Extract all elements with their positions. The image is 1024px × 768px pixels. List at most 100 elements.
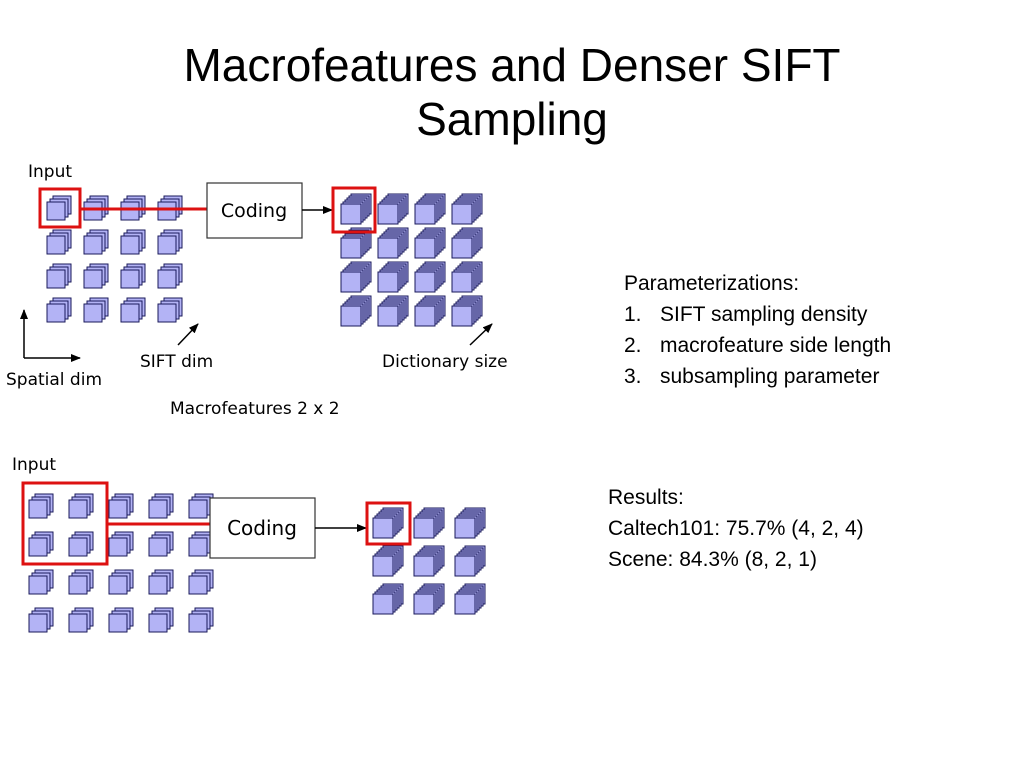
feature-stack xyxy=(454,507,486,539)
sift-dim-label: SIFT dim xyxy=(140,352,213,372)
dictionary-size-arrow xyxy=(469,323,493,346)
bottom-output-highlight xyxy=(365,501,412,546)
feature-stack xyxy=(157,297,183,323)
feature-stack xyxy=(68,607,94,633)
feature-stack xyxy=(451,227,483,259)
list-item-number: 3. xyxy=(624,365,642,388)
feature-cube xyxy=(372,593,394,615)
feature-stack xyxy=(377,295,409,327)
feature-stack xyxy=(120,297,146,323)
feature-stack xyxy=(157,229,183,255)
feature-cube xyxy=(83,269,103,289)
feature-stack xyxy=(372,507,404,539)
feature-stack xyxy=(157,263,183,289)
feature-cube xyxy=(108,575,128,595)
feature-stack xyxy=(148,569,174,595)
feature-stack xyxy=(83,297,109,323)
feature-stack xyxy=(377,193,409,225)
feature-cube xyxy=(414,203,436,225)
feature-stack xyxy=(68,493,94,519)
top-output-grid xyxy=(340,193,483,327)
slide-title-line-2: Sampling xyxy=(416,93,608,145)
feature-cube xyxy=(340,271,362,293)
feature-cube xyxy=(451,271,473,293)
feature-cube xyxy=(83,303,103,323)
feature-stack xyxy=(28,569,54,595)
feature-stack xyxy=(451,261,483,293)
feature-stack xyxy=(377,261,409,293)
slide-title: Macrofeatures and Denser SIFT Sampling xyxy=(0,38,1024,146)
slide-title-line-1: Macrofeatures and Denser SIFT xyxy=(183,39,841,91)
feature-cube xyxy=(157,269,177,289)
feature-cube xyxy=(46,201,66,221)
feature-stack xyxy=(46,195,72,221)
feature-cube xyxy=(372,517,394,539)
feature-stack xyxy=(83,263,109,289)
feature-cube xyxy=(188,499,208,519)
feature-stack xyxy=(46,263,72,289)
feature-cube xyxy=(340,305,362,327)
bottom-output-grid xyxy=(372,507,486,615)
feature-cube xyxy=(46,235,66,255)
feature-stack xyxy=(108,531,134,557)
feature-stack xyxy=(148,531,174,557)
feature-stack xyxy=(413,583,445,615)
feature-cube xyxy=(377,271,399,293)
dictionary-size-label: Dictionary size xyxy=(382,352,508,372)
feature-stack xyxy=(188,493,214,519)
feature-stack xyxy=(148,493,174,519)
feature-cube xyxy=(451,203,473,225)
parameterizations-list: 1.SIFT sampling density 2.macrofeature s… xyxy=(624,299,891,392)
feature-cube xyxy=(68,575,88,595)
bottom-input-grid xyxy=(28,493,214,633)
list-item-text: subsampling parameter xyxy=(660,365,880,388)
feature-cube xyxy=(148,613,168,633)
list-item: 1.SIFT sampling density xyxy=(624,299,891,330)
macrofeatures-caption: Macrofeatures 2 x 2 xyxy=(170,399,340,419)
feature-cube xyxy=(108,499,128,519)
feature-stack xyxy=(454,583,486,615)
bottom-input-label: Input xyxy=(12,455,56,475)
feature-cube xyxy=(68,537,88,557)
feature-cube xyxy=(372,555,394,577)
feature-stack xyxy=(340,261,372,293)
top-input-grid xyxy=(46,195,183,323)
feature-cube xyxy=(83,201,103,221)
feature-stack xyxy=(83,229,109,255)
feature-cube xyxy=(377,203,399,225)
feature-stack xyxy=(377,227,409,259)
feature-stack xyxy=(451,193,483,225)
results-scene: Scene: 84.3% (8, 2, 1) xyxy=(608,548,817,571)
feature-stack xyxy=(148,607,174,633)
feature-cube xyxy=(451,305,473,327)
feature-stack xyxy=(413,507,445,539)
feature-stack xyxy=(451,295,483,327)
feature-stack xyxy=(414,295,446,327)
feature-cube xyxy=(188,575,208,595)
feature-cube xyxy=(377,237,399,259)
feature-cube xyxy=(157,235,177,255)
feature-stack xyxy=(372,583,404,615)
feature-cube xyxy=(413,555,435,577)
feature-cube xyxy=(188,537,208,557)
feature-stack xyxy=(108,607,134,633)
feature-cube xyxy=(148,537,168,557)
parameterizations-heading: Parameterizations: xyxy=(624,272,800,295)
feature-stack xyxy=(28,607,54,633)
results-caltech: Caltech101: 75.7% (4, 2, 4) xyxy=(608,517,864,540)
feature-cube xyxy=(413,517,435,539)
feature-stack xyxy=(68,531,94,557)
feature-stack xyxy=(120,263,146,289)
feature-stack xyxy=(46,229,72,255)
feature-stack xyxy=(413,545,445,577)
feature-cube xyxy=(120,235,140,255)
feature-cube xyxy=(451,237,473,259)
top-diagram: Input Coding Spatial dim SIFT dim Dictio… xyxy=(6,162,508,419)
feature-cube xyxy=(46,303,66,323)
list-item: 2.macrofeature side length xyxy=(624,330,891,361)
top-coding-box xyxy=(206,182,303,239)
feature-cube xyxy=(120,303,140,323)
list-item-number: 1. xyxy=(624,303,642,326)
results-block: Results: Caltech101: 75.7% (4, 2, 4) Sce… xyxy=(608,482,864,575)
